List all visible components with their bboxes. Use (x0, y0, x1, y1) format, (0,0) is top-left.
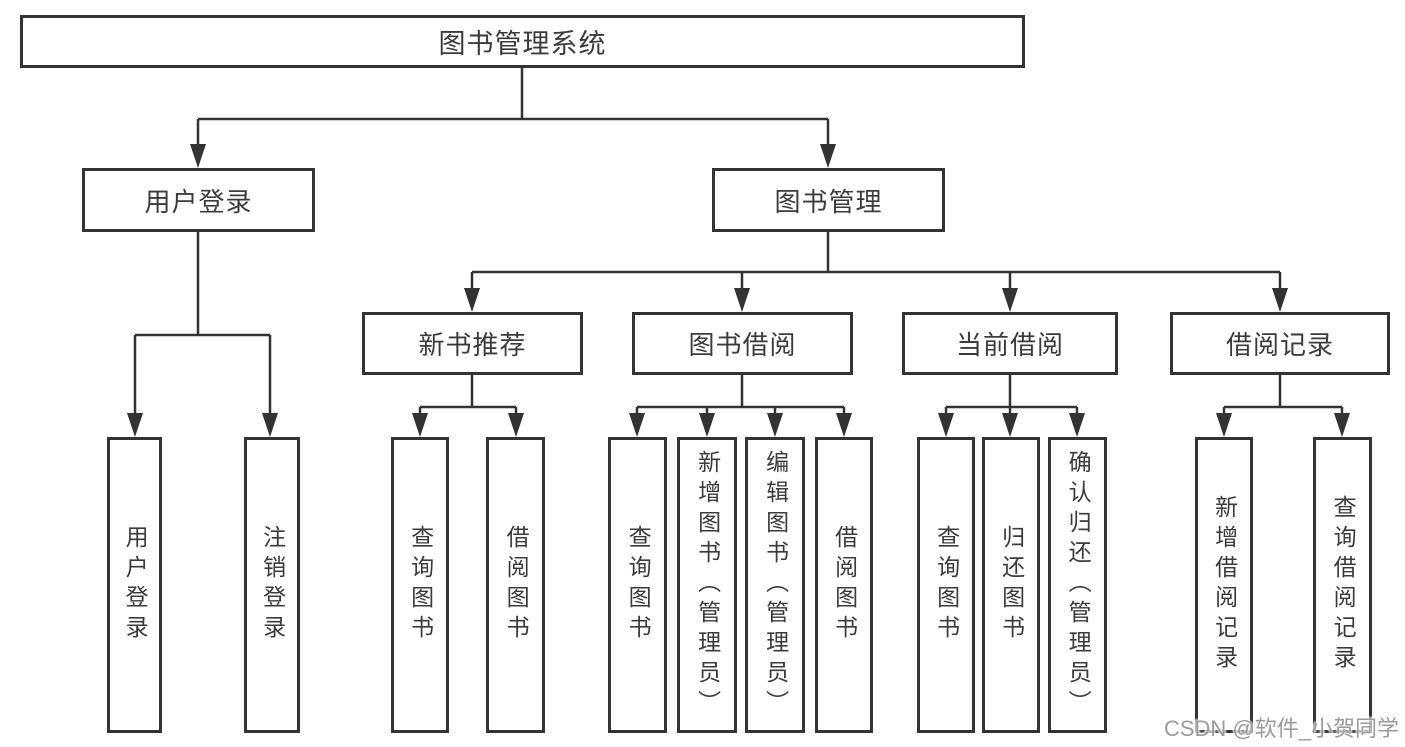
node-user-login: 用户登录 (82, 168, 315, 232)
node-leaf-query-book-recommend: 查询图书 (391, 437, 449, 733)
node-label: 查询图书 (407, 525, 434, 645)
node-label: 借阅记录 (1225, 330, 1334, 360)
node-label: 归还图书 (998, 525, 1025, 645)
node-leaf-logout: 注销登录 (244, 437, 300, 733)
node-leaf-query-book-current: 查询图书 (917, 437, 975, 733)
node-label: 查询借阅记录 (1330, 495, 1357, 675)
node-label: 借阅图书 (831, 525, 858, 645)
node-label: 确认归还（管理员） (1065, 450, 1092, 720)
node-label: 图书借阅 (688, 330, 797, 360)
node-label: 注销登录 (259, 525, 286, 645)
node-label: 查询图书 (933, 525, 960, 645)
node-label: 借阅图书 (503, 525, 530, 645)
node-leaf-user-login: 用户登录 (107, 437, 162, 733)
node-label: 图书管理系统 (438, 29, 607, 59)
node-leaf-borrow-book: 借阅图书 (815, 437, 873, 733)
node-book-borrow: 图书借阅 (632, 312, 853, 375)
node-leaf-borrow-book-recommend: 借阅图书 (486, 437, 545, 733)
node-leaf-add-book-admin: 新增图书（管理员） (677, 437, 737, 733)
node-new-book-recommend: 新书推荐 (362, 312, 583, 375)
node-root: 图书管理系统 (20, 15, 1025, 68)
node-leaf-edit-book-admin: 编辑图书（管理员） (745, 437, 805, 733)
node-label: 图书管理 (774, 186, 883, 217)
node-label: 用户登录 (122, 525, 149, 645)
node-leaf-query-book-borrow: 查询图书 (608, 437, 667, 733)
node-label: 新增借阅记录 (1211, 495, 1238, 675)
node-leaf-add-borrow-record: 新增借阅记录 (1195, 437, 1253, 733)
node-book-management: 图书管理 (712, 168, 945, 232)
node-label: 查询图书 (625, 525, 652, 645)
node-current-borrow: 当前借阅 (902, 312, 1118, 375)
node-leaf-query-borrow-record: 查询借阅记录 (1313, 437, 1372, 733)
node-label: 编辑图书（管理员） (762, 450, 789, 720)
node-label: 用户登录 (144, 186, 253, 217)
node-leaf-confirm-return-admin: 确认归还（管理员） (1048, 437, 1107, 733)
node-borrow-record: 借阅记录 (1170, 312, 1390, 375)
watermark: CSDN @软件_小贺同学 (1163, 716, 1399, 741)
node-leaf-return-book: 归还图书 (982, 437, 1040, 733)
node-label: 当前借阅 (955, 330, 1064, 360)
node-label: 新书推荐 (418, 330, 527, 360)
node-label: 新增图书（管理员） (694, 450, 721, 720)
